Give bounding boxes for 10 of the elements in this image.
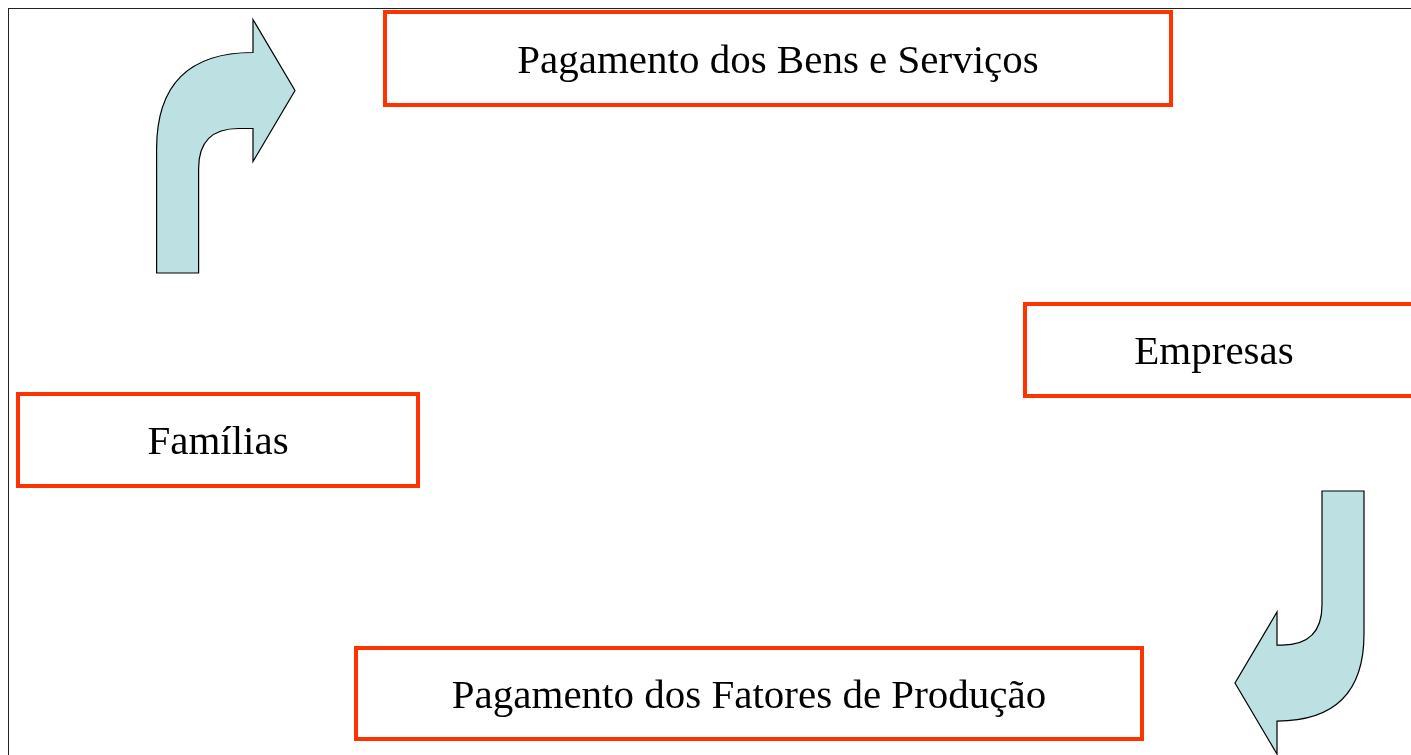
box-label: Empresas <box>1134 326 1294 374</box>
curved-block-arrow <box>1234 490 1365 755</box>
box-label: Pagamento dos Fatores de Produção <box>451 669 1047 718</box>
label-box <box>383 10 1173 107</box>
label-box <box>16 392 420 488</box>
label-box <box>1023 302 1411 398</box>
label-box <box>354 646 1144 741</box>
curved-block-arrow <box>156 18 296 274</box>
box-label: Pagamento dos Bens e Serviços <box>517 34 1039 83</box>
box-label: Famílias <box>147 416 289 464</box>
